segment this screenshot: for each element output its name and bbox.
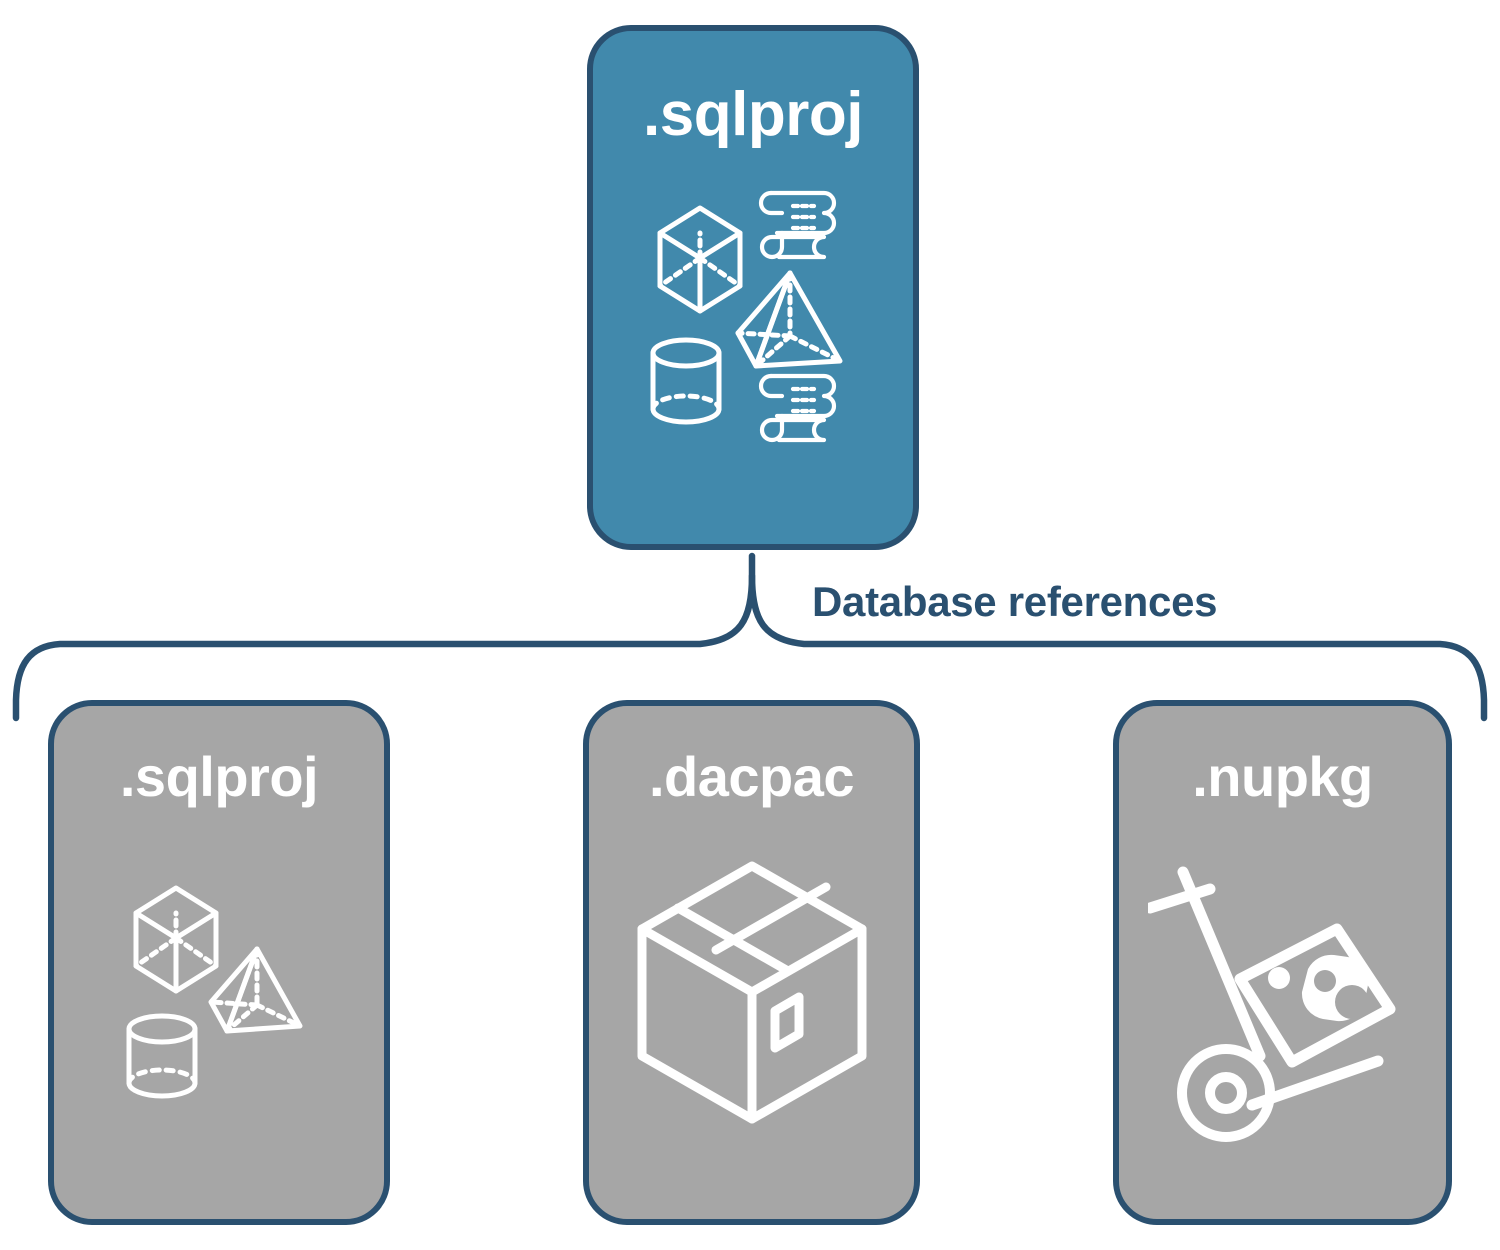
node-ref-dacpac[interactable]: .dacpac <box>583 700 920 1225</box>
node-ref-dacpac-icon-group <box>589 826 914 1166</box>
node-ref-nupkg-label: .nupkg <box>1192 745 1373 808</box>
node-ref-sqlproj[interactable]: .sqlproj <box>48 700 390 1225</box>
database-references-label: Database references <box>812 578 1218 625</box>
cube-icon <box>657 205 743 314</box>
database-objects-icon <box>650 190 843 443</box>
node-ref-dacpac-label: .dacpac <box>648 745 855 808</box>
node-ref-sqlproj-label: .sqlproj <box>119 745 319 808</box>
cylinder-icon <box>126 1013 198 1099</box>
cylinder-icon <box>650 337 722 425</box>
package-box-icon <box>637 861 866 1124</box>
database-objects-icon <box>126 885 303 1099</box>
pyramid-icon <box>735 270 843 369</box>
node-ref-nupkg-icon-group <box>1119 841 1446 1161</box>
cube-icon <box>133 885 219 994</box>
package-logo-cutouts <box>1313 970 1369 1019</box>
node-root-sqlproj-icon-group <box>593 181 913 451</box>
node-ref-sqlproj-icon-group <box>54 861 384 1111</box>
node-root-sqlproj[interactable]: .sqlproj <box>587 25 919 550</box>
dolly-wheel <box>1176 1044 1275 1142</box>
node-root-sqlproj-label: .sqlproj <box>643 80 863 149</box>
pyramid-icon <box>208 946 303 1034</box>
node-ref-nupkg[interactable]: .nupkg <box>1113 700 1452 1225</box>
scroll-icon <box>758 373 837 443</box>
hand-truck-icon <box>1147 866 1395 1142</box>
scroll-icon <box>758 190 837 260</box>
